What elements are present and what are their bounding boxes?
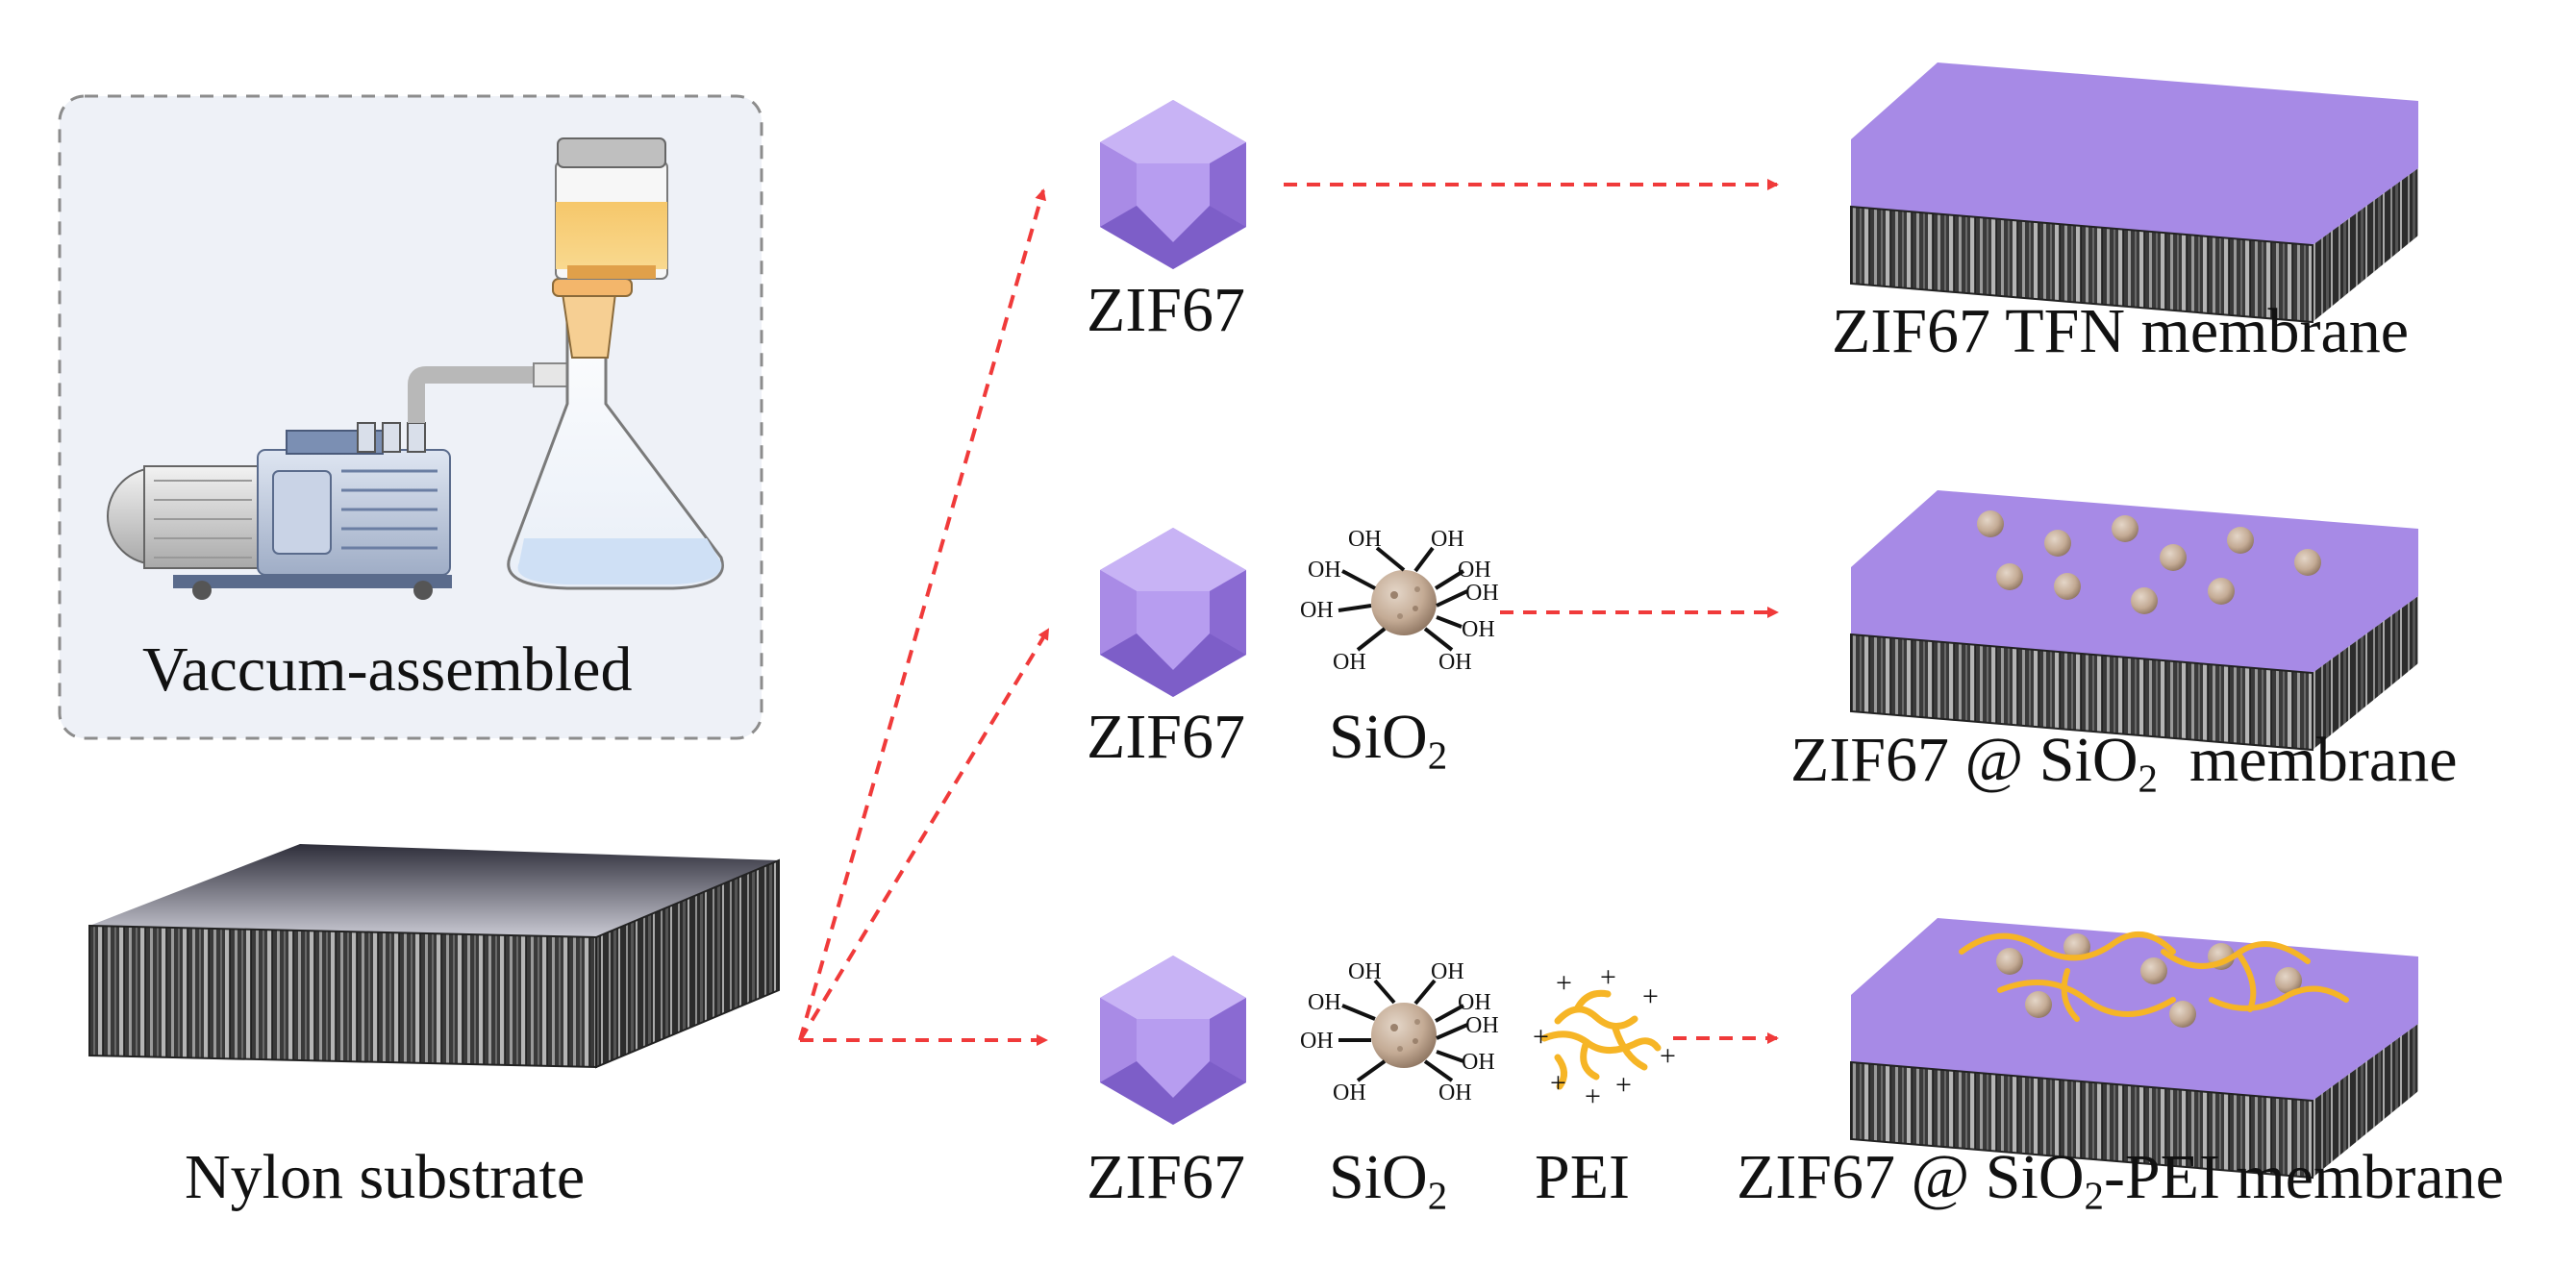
hydroxyl-label: OH xyxy=(1465,1013,1499,1038)
charge-label: + xyxy=(1585,1081,1601,1112)
hydroxyl-label: OH xyxy=(1348,527,1382,552)
membrane-label-sio2-pei: ZIF67 @ SiO2-PEI membrane xyxy=(1737,1142,2504,1218)
charge-label: + xyxy=(1600,961,1616,993)
hydroxyl-label: OH xyxy=(1348,959,1382,984)
hydroxyl-label: OH xyxy=(1431,959,1464,984)
hydroxyl-label: OH xyxy=(1465,581,1499,606)
nylon-substrate-block xyxy=(88,844,780,1069)
hydroxyl-label: OH xyxy=(1308,558,1341,583)
flow-arrows xyxy=(798,179,1779,1046)
charge-label: + xyxy=(1550,1067,1566,1099)
zif67-crystal-icon xyxy=(1100,528,1246,697)
sio2-label: SiO2 xyxy=(1329,702,1448,778)
zif67-sio2-membrane xyxy=(1850,489,2419,751)
filtration-flask-illustration xyxy=(507,137,724,590)
charge-label: + xyxy=(1642,981,1659,1012)
hydroxyl-label: OH xyxy=(1300,1029,1334,1054)
zif67-sio2-pei-membrane xyxy=(1850,917,2419,1179)
sio2-particle-icon xyxy=(1338,979,1468,1082)
at-symbol: @ xyxy=(1964,725,2024,795)
charge-label: + xyxy=(1615,1069,1632,1101)
hydroxyl-label: OH xyxy=(1308,990,1341,1015)
membrane-label-sio2: ZIF67 @ SiO2 membrane xyxy=(1790,725,2458,801)
pei-polymer-icon xyxy=(1540,989,1662,1090)
zif67-tfn-membrane xyxy=(1850,62,2419,323)
pei-label: PEI xyxy=(1535,1142,1630,1212)
hydroxyl-label: OH xyxy=(1438,1081,1472,1106)
hydroxyl-label: OH xyxy=(1438,650,1472,675)
hydroxyl-label: OH xyxy=(1462,1050,1495,1075)
charge-label: + xyxy=(1533,1021,1549,1053)
hydroxyl-label: OH xyxy=(1462,617,1495,642)
vacuum-pump-illustration xyxy=(107,362,581,600)
zif67-label: ZIF67 xyxy=(1087,702,1245,772)
zif67-crystal-icon xyxy=(1100,956,1246,1125)
sio2-label: SiO2 xyxy=(1329,1142,1448,1218)
hydroxyl-label: OH xyxy=(1458,558,1491,583)
charge-label: + xyxy=(1660,1040,1676,1072)
sio2-particle-icon xyxy=(1338,546,1468,652)
hydroxyl-label: OH xyxy=(1333,650,1366,675)
zif67-label: ZIF67 xyxy=(1087,1142,1245,1212)
hydroxyl-label: OH xyxy=(1431,527,1464,552)
zif67-crystal-icon xyxy=(1100,100,1246,269)
at-symbol: @ xyxy=(1911,1142,1970,1212)
panel-caption: Vaccum-assembled xyxy=(142,634,633,705)
charge-label: + xyxy=(1556,967,1572,999)
hydroxyl-label: OH xyxy=(1333,1081,1366,1106)
hydroxyl-label: OH xyxy=(1458,990,1491,1015)
substrate-caption: Nylon substrate xyxy=(185,1142,586,1212)
hydroxyl-label: OH xyxy=(1300,598,1334,623)
zif67-label: ZIF67 xyxy=(1087,275,1245,345)
membrane-label-tfn: ZIF67 TFN membrane xyxy=(1832,296,2410,366)
